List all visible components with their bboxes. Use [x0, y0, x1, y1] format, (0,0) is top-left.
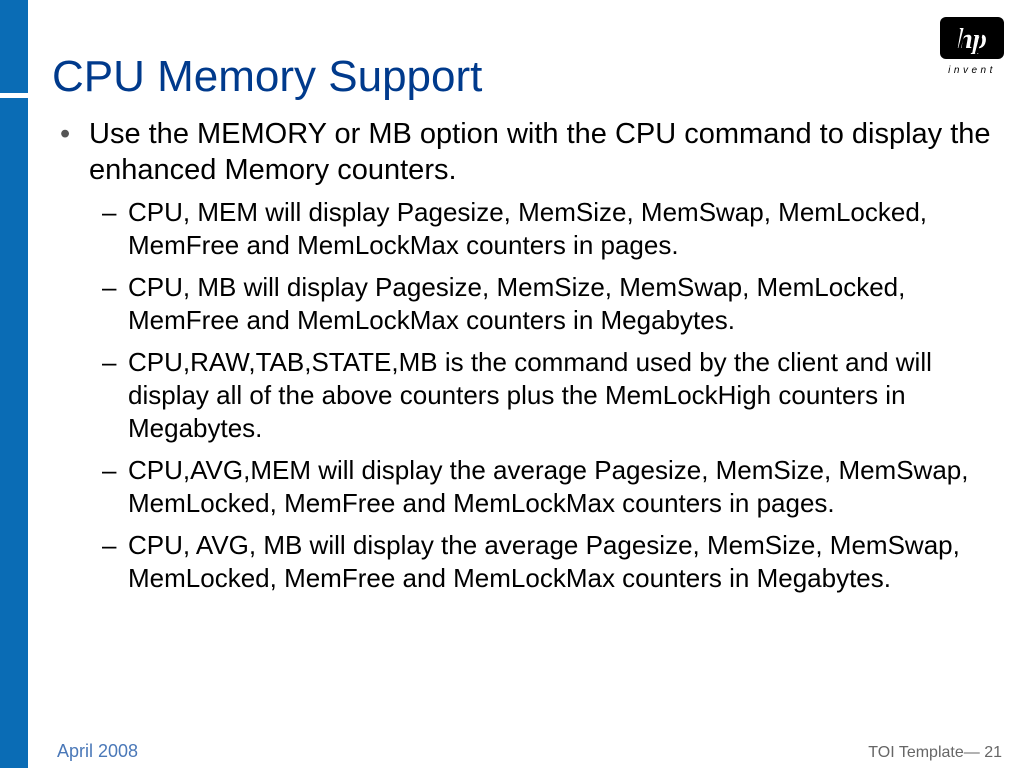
dash-marker: – — [102, 455, 117, 485]
bullet-text: Use the MEMORY or MB option with the CPU… — [89, 118, 991, 186]
page-number: 21 — [984, 744, 1002, 761]
dash-marker: – — [102, 272, 117, 302]
sub-bullet-item: – CPU, MEM will display Pagesize, MemSiz… — [100, 196, 998, 262]
dash-marker: – — [102, 530, 117, 560]
sub-bullet-text: CPU, MEM will display Pagesize, MemSize,… — [128, 197, 928, 260]
footer-date: April 2008 — [57, 741, 139, 761]
sub-bullet-text: CPU,AVG,MEM will display the average Pag… — [128, 455, 969, 518]
sub-bullet-item: – CPU, MB will display Pagesize, MemSize… — [100, 271, 998, 337]
slide-body: • Use the MEMORY or MB option with the C… — [58, 116, 998, 604]
footer-template-name: TOI Template — [868, 744, 964, 761]
bullet-item: • Use the MEMORY or MB option with the C… — [58, 116, 998, 188]
hp-logo-icon: hp invent — [940, 17, 1004, 76]
sub-bullet-item: – CPU,AVG,MEM will display the average P… — [100, 454, 998, 520]
sub-bullet-list: – CPU, MEM will display Pagesize, MemSiz… — [100, 196, 998, 595]
sidebar-accent-bottom — [0, 98, 28, 768]
footer-separator: — — [963, 744, 980, 761]
sub-bullet-text: CPU, AVG, MB will display the average Pa… — [128, 530, 960, 593]
sub-bullet-item: – CPU,RAW,TAB,STATE,MB is the command us… — [100, 346, 998, 445]
bullet-marker: • — [60, 118, 71, 150]
sub-bullet-text: CPU,RAW,TAB,STATE,MB is the command used… — [128, 347, 932, 443]
slide-title: CPU Memory Support — [52, 52, 483, 101]
logo-tagline: invent — [948, 65, 996, 76]
dash-marker: – — [102, 197, 117, 227]
dash-marker: – — [102, 347, 117, 377]
sidebar-separator — [0, 93, 28, 98]
sub-bullet-text: CPU, MB will display Pagesize, MemSize, … — [128, 272, 906, 335]
sub-bullet-item: – CPU, AVG, MB will display the average … — [100, 529, 998, 595]
footer-page-info: TOI Template— 21 — [868, 744, 1002, 762]
sidebar-accent-top — [0, 0, 28, 93]
